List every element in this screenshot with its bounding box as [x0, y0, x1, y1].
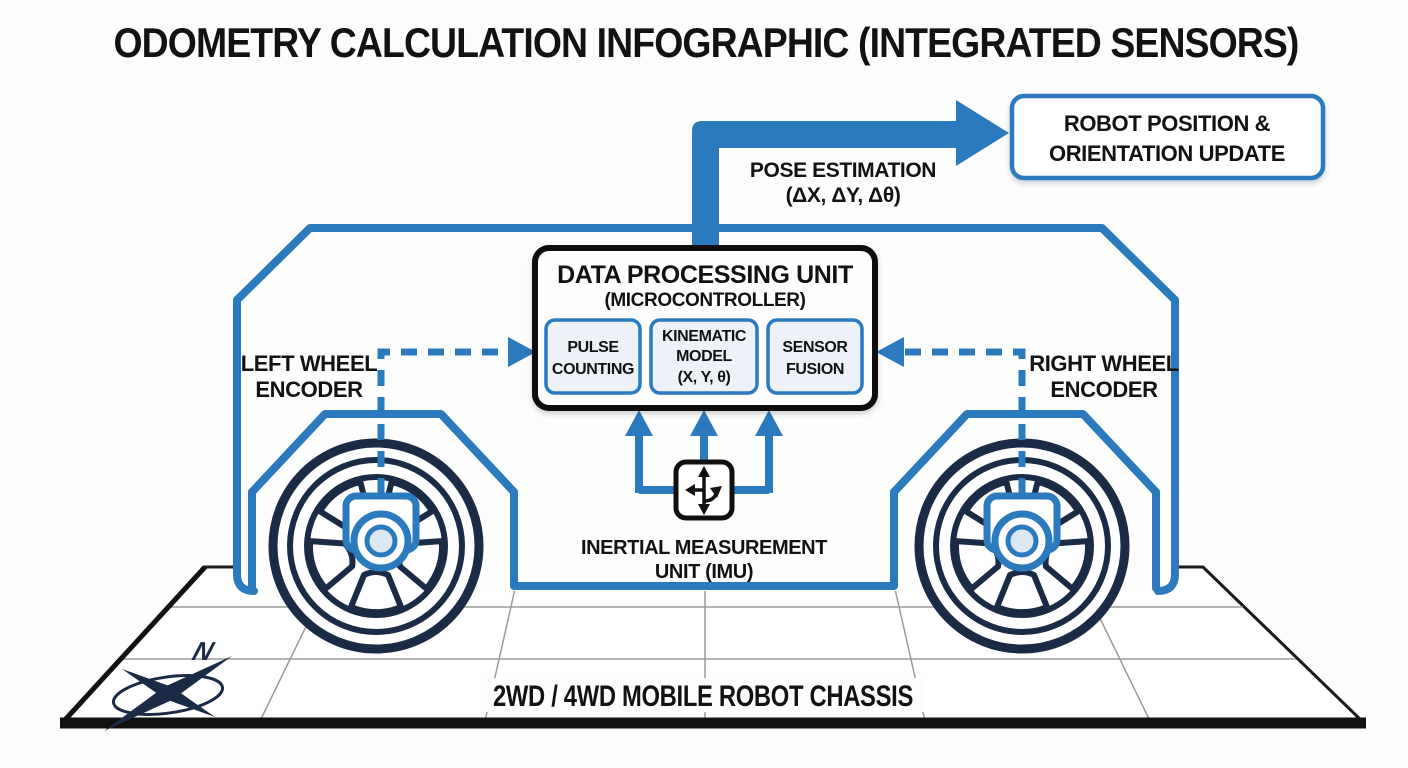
module-sensor-fusion: SENSOR FUSION — [766, 318, 864, 395]
compass-ring — [111, 674, 225, 716]
dpu-subtitle: (MICROCONTROLLER) — [604, 290, 805, 311]
pose-label-line: POSE ESTIMATION — [750, 159, 936, 182]
arrowhead-up-icon — [625, 410, 653, 436]
chassis-label-text: 2WD / 4WD MOBILE ROBOT CHASSIS — [493, 680, 913, 713]
compass-needle-nw — [122, 669, 215, 717]
left-wheel — [273, 443, 479, 649]
imu-unit — [673, 459, 735, 521]
arrowhead-up-icon — [755, 410, 783, 436]
chassis-outline-lower — [248, 410, 1160, 592]
page-title: ODOMETRY CALCULATION INFOGRAPHIC (INTEGR… — [114, 19, 1299, 66]
module-label: FUSION — [786, 361, 844, 378]
imu-label-line: UNIT (IMU) — [655, 561, 753, 583]
chassis-ground-label: 2WD / 4WD MOBILE ROBOT CHASSIS — [482, 678, 924, 713]
output-box-label: ROBOT POSITION & — [1064, 111, 1271, 136]
left-encoder-signal — [377, 337, 536, 494]
encoder-label-line: LEFT WHEEL — [241, 351, 378, 376]
module-label: (X, Y, θ) — [678, 369, 731, 386]
right-wheel-encoder-label: RIGHT WHEEL ENCODER — [1029, 351, 1179, 402]
imu-label-line: INERTIAL MEASUREMENT — [581, 537, 827, 559]
right-wheel-encoder-hub — [987, 496, 1057, 568]
module-pulse-counting: PULSE COUNTING — [544, 318, 642, 395]
imu-label: INERTIAL MEASUREMENT UNIT (IMU) — [581, 537, 828, 583]
pose-output-arrow — [692, 100, 1009, 250]
right-wheel — [919, 443, 1125, 649]
module-label: PULSE — [567, 339, 619, 356]
pose-estimation-label: POSE ESTIMATION (ΔX, ΔY, Δθ) — [750, 159, 937, 207]
module-kinematic-model: KINEMATIC MODEL (X, Y, θ) — [649, 318, 759, 395]
output-box-label: ORIENTATION UPDATE — [1049, 141, 1285, 166]
ground-left-edge — [62, 565, 207, 723]
module-label: MODEL — [676, 348, 732, 365]
imu-signal-arrows — [625, 410, 783, 494]
module-label: COUNTING — [552, 361, 634, 378]
encoder-label-line: ENCODER — [1050, 377, 1158, 402]
module-label: SENSOR — [782, 339, 848, 356]
arrowhead-left-icon — [876, 337, 904, 367]
encoder-label-line: RIGHT WHEEL — [1029, 351, 1179, 376]
encoder-label-line: ENCODER — [255, 377, 363, 402]
label-backing — [482, 678, 924, 712]
data-processing-unit: DATA PROCESSING UNIT (MICROCONTROLLER) P… — [532, 245, 878, 411]
dpu-title: DATA PROCESSING UNIT — [557, 261, 853, 289]
left-wheel-encoder-hub — [346, 496, 416, 568]
right-encoder-signal — [876, 337, 1026, 494]
arrowhead-right-icon — [508, 337, 536, 367]
imu-axes-icon — [685, 466, 722, 515]
arrowhead-up-icon — [690, 410, 718, 436]
pose-label-line: (ΔX, ΔY, Δθ) — [786, 184, 901, 207]
left-wheel-encoder-label: LEFT WHEEL ENCODER — [241, 351, 378, 402]
output-box: ROBOT POSITION & ORIENTATION UPDATE — [1009, 93, 1326, 181]
module-label: KINEMATIC — [662, 328, 747, 345]
